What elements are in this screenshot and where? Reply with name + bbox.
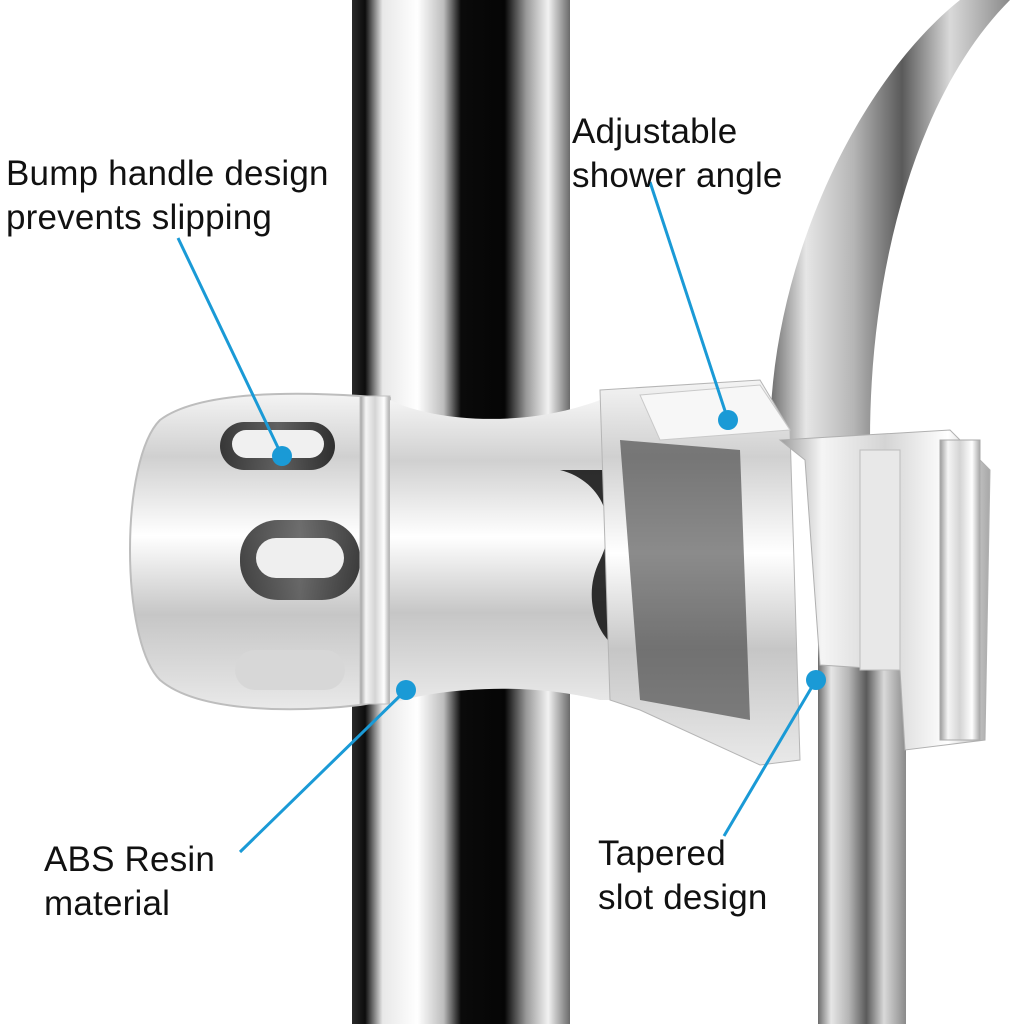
callout-text: shower angle <box>572 156 783 195</box>
callout-text: slot design <box>598 878 768 917</box>
dot-adjustable-angle <box>718 410 738 430</box>
callout-text: Tapered <box>598 834 726 873</box>
dot-abs-resin <box>396 680 416 700</box>
dot-bump-handle <box>272 446 292 466</box>
bump-3 <box>235 650 345 690</box>
callout-tapered-slot: Tapered slot design <box>598 832 768 920</box>
shower-hose-upper <box>770 0 1010 440</box>
callout-text: Adjustable <box>572 112 738 151</box>
leader-bump-handle <box>176 237 284 457</box>
callout-text: ABS Resin <box>44 840 216 879</box>
callout-abs-resin: ABS Resin material <box>44 838 215 926</box>
callout-dots <box>272 410 826 700</box>
leader-lines <box>176 181 818 854</box>
callout-text: material <box>44 884 171 923</box>
callout-bump-handle: Bump handle design prevents slipping <box>6 152 329 240</box>
leader-tapered-slot <box>722 679 818 837</box>
knob-ring <box>359 395 391 705</box>
shower-hose-lower <box>818 600 906 1024</box>
leader-adjustable-angle <box>648 181 730 421</box>
leader-abs-resin <box>238 688 408 854</box>
dot-tapered-slot <box>806 670 826 690</box>
rail-collar <box>390 400 620 704</box>
callout-text: prevents slipping <box>6 198 273 237</box>
callout-adjustable-angle: Adjustable shower angle <box>572 110 783 198</box>
callout-text: Bump handle design <box>6 154 329 193</box>
